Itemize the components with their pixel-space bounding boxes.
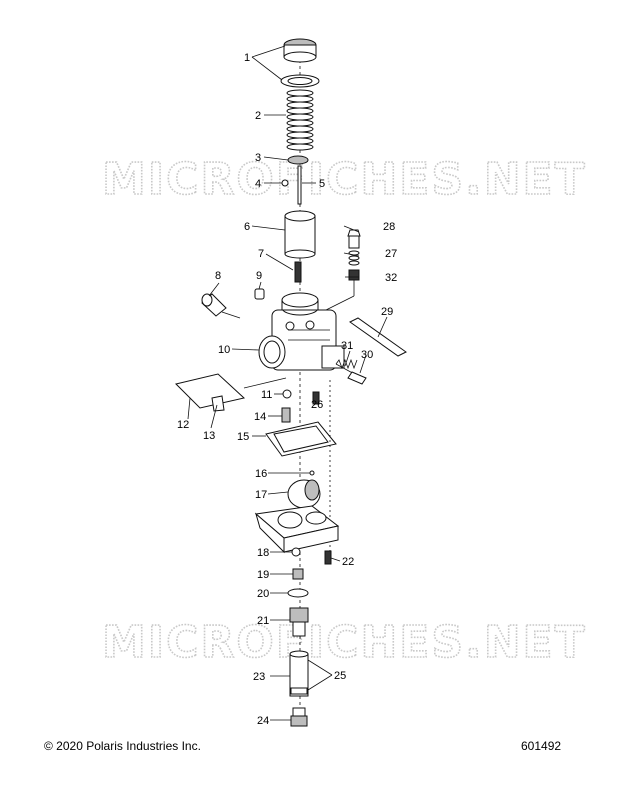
part-fitting [289,607,309,637]
part-retainer [287,155,309,165]
callout-11: 11 [261,389,272,401]
callout-31: 31 [341,340,353,352]
callout-5: 5 [319,178,325,190]
callout-4: 4 [255,178,261,190]
callout-30: 30 [361,349,373,361]
callout-9: 9 [256,270,262,282]
callout-25: 25 [334,670,346,682]
callout-18: 18 [257,547,269,559]
callout-13: 13 [203,430,215,442]
part-o-ring [287,588,309,598]
callout-27: 27 [385,248,397,260]
callout-14: 14 [254,411,266,423]
part-drain-washer [291,547,301,557]
callout-23: 23 [253,671,265,683]
callout-12: 12 [177,419,189,431]
part-plug [254,288,265,300]
part-idle-screw [347,371,367,385]
part-drain-plug [292,568,304,580]
callout-7: 7 [258,248,264,260]
part-bottom-fitting [290,707,308,727]
part-spring [286,89,314,151]
callout-1: 1 [244,52,250,64]
part-cap [280,38,320,88]
callout-21: 21 [257,615,269,627]
part-needle [297,165,302,205]
callout-16: 16 [255,468,267,480]
callout-3: 3 [255,152,261,164]
callout-22: 22 [342,556,354,568]
part-float-bowl [254,505,340,554]
callout-17: 17 [255,489,267,501]
callout-6: 6 [244,221,250,233]
lead-32b [321,295,355,313]
callout-15: 15 [237,431,249,443]
part-pin [309,470,315,476]
callout-8: 8 [215,270,221,282]
part-float [287,479,321,509]
part-small-spring [348,250,360,266]
document-number: 601492 [521,739,562,753]
callout-19: 19 [257,569,269,581]
callout-28: 28 [383,221,395,233]
leader-lines [187,45,388,721]
watermark-top: MICROFICHES.NET [102,154,587,205]
part-carburetor-body [258,292,345,371]
part-overflow-tube [289,650,309,697]
part-nut [348,269,360,281]
callout-24: 24 [257,715,269,727]
callout-numbers: 1 2 3 4 5 6 7 8 9 10 11 12 13 14 15 16 1… [177,52,397,727]
part-washer [282,389,292,399]
part-screw-22 [324,550,332,565]
callout-20: 20 [257,588,269,600]
part-cable-fitting [201,293,241,319]
part-float-plate [175,373,287,412]
callout-32: 32 [385,272,397,284]
part-pilot-screw [294,261,302,283]
callout-26: 26 [311,399,323,411]
part-throttle-slide [284,210,316,259]
watermark-bottom: MICROFICHES.NET [102,617,587,668]
copyright-text: © 2020 Polaris Industries Inc. [44,739,201,753]
part-clip [281,179,289,187]
part-jet-holder [347,229,361,249]
callout-2: 2 [255,110,261,122]
part-main-jet [281,407,291,423]
callout-29: 29 [381,306,393,318]
callout-10: 10 [218,344,230,356]
